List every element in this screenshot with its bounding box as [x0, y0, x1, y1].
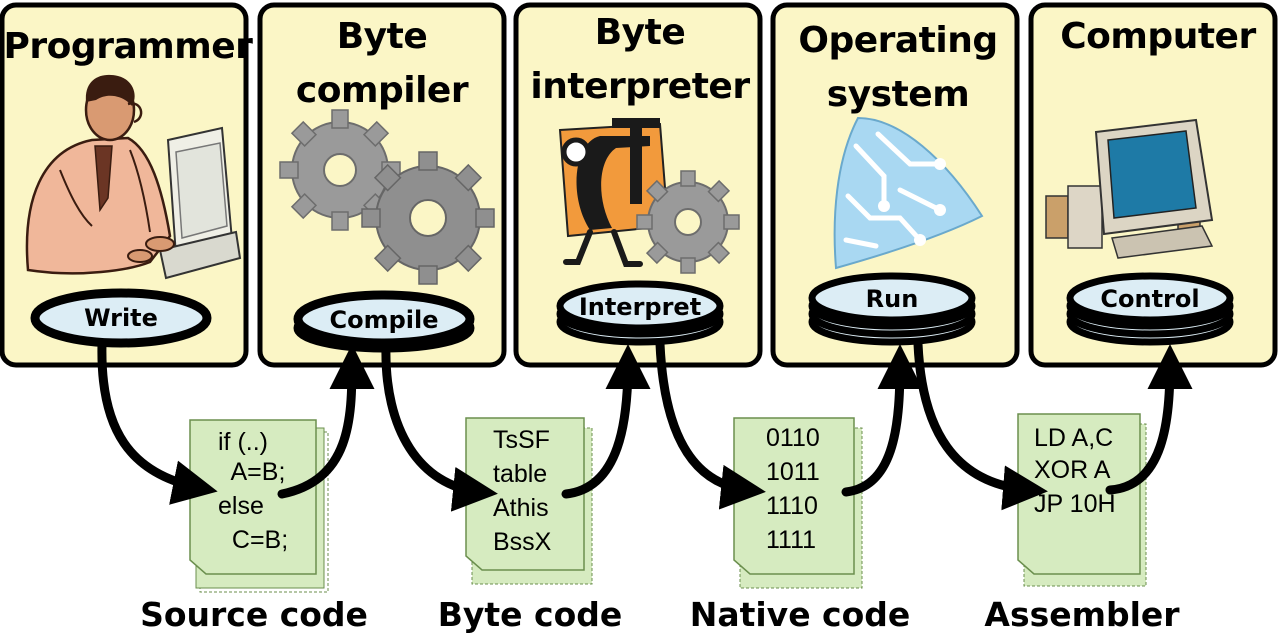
flow-arrow — [97, 339, 218, 505]
code-line: TsSF — [493, 426, 550, 454]
stage-title: Programmer — [4, 26, 254, 67]
compile-action[interactable]: Compile — [293, 290, 475, 353]
code-line: JP 10H — [1034, 490, 1116, 518]
action-label: Compile — [329, 306, 438, 334]
flow-arrow — [913, 339, 1048, 511]
code-line: 0110 — [766, 424, 820, 452]
gears-icon — [279, 109, 495, 285]
stage-title: interpreter — [530, 66, 750, 107]
flow-arrow — [381, 341, 498, 512]
code-line: 1110 — [766, 492, 818, 520]
stage-title: system — [827, 74, 969, 115]
circuit-chip-icon — [833, 116, 984, 270]
flow-arrow — [277, 344, 375, 499]
code-sheet-byte: TsSF table Athis BssX — [465, 417, 593, 585]
action-label: Write — [84, 304, 158, 332]
desktop-computer-icon — [1045, 118, 1214, 259]
programmer-icon — [25, 74, 242, 280]
write-action[interactable]: Write — [30, 288, 212, 348]
stage-title: Byte — [337, 16, 428, 57]
caption-source-code: Source code — [140, 595, 368, 634]
code-line: 1011 — [766, 458, 820, 486]
code-line: table — [493, 460, 547, 488]
code-line: else — [218, 492, 264, 520]
clamp-gear-icon — [558, 118, 740, 274]
code-line: XOR A — [1034, 456, 1111, 484]
code-sheet-source: if (..) A=B; else C=B; — [189, 419, 329, 593]
action-label: Interpret — [579, 293, 701, 321]
caption-assembler: Assembler — [984, 595, 1180, 634]
caption-byte-code: Byte code — [438, 595, 623, 634]
control-action[interactable]: Control — [1066, 272, 1234, 346]
stage-title: Byte — [595, 12, 686, 53]
code-line: LD A,C — [1034, 424, 1113, 452]
run-action[interactable]: Run — [808, 272, 976, 346]
stage-title: compiler — [296, 70, 469, 111]
interpret-action[interactable]: Interpret — [556, 280, 724, 346]
code-line: C=B; — [218, 526, 288, 554]
flow-arrow — [655, 339, 766, 510]
code-line: A=B; — [218, 458, 285, 486]
code-line: Athis — [493, 494, 549, 522]
flow-arrow — [1105, 344, 1193, 495]
code-line: BssX — [493, 528, 552, 556]
stage-title: Computer — [1060, 16, 1256, 57]
flow-arrow — [561, 344, 651, 499]
caption-native-code: Native code — [690, 595, 911, 634]
code-sheet-native: 0110 1011 1110 1111 — [733, 417, 863, 589]
code-line: 1111 — [766, 526, 816, 554]
code-sheet-assembler: LD A,C XOR A JP 10H — [1017, 413, 1147, 587]
code-line: if (..) — [218, 428, 268, 456]
flow-arrow — [841, 344, 923, 497]
action-label: Control — [1100, 285, 1199, 313]
stage-title: Operating — [798, 20, 997, 61]
action-label: Run — [866, 285, 919, 313]
